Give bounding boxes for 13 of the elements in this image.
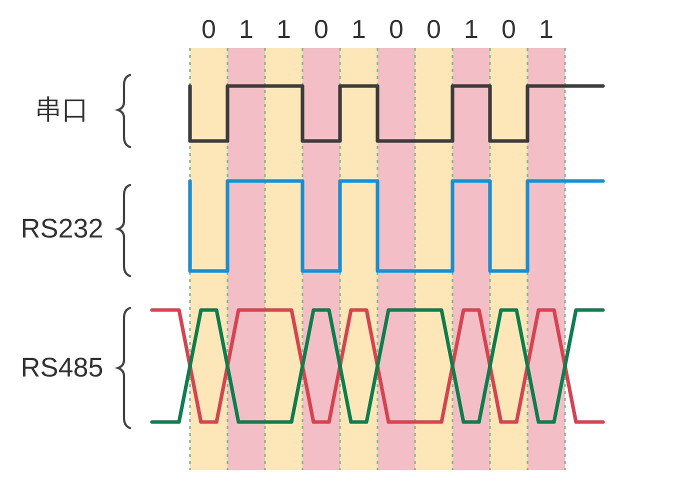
bit-value: 1 (239, 16, 254, 42)
signal-name: RS485 (20, 354, 104, 382)
bit-value: 0 (426, 16, 441, 42)
bit-value: 0 (202, 16, 216, 42)
bit-value: 1 (539, 16, 554, 42)
bit-value: 0 (502, 16, 516, 42)
bit-value: 0 (314, 16, 328, 42)
signal-name: RS232 (20, 216, 104, 242)
bit-value: 1 (352, 16, 366, 42)
bit-value: 1 (464, 16, 478, 42)
bit-value: 0 (389, 16, 404, 42)
signal-name: 串口 (35, 96, 89, 124)
bit-value: 1 (276, 16, 291, 42)
